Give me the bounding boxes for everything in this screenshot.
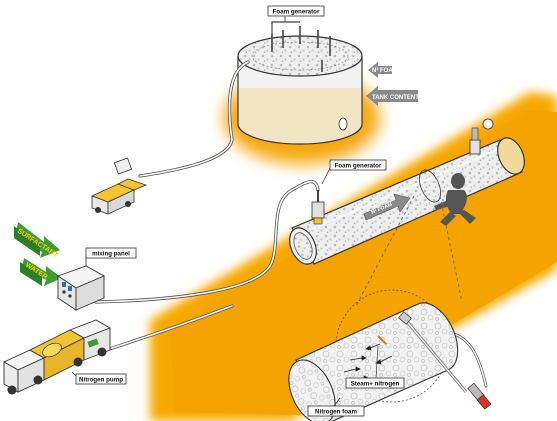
label-nitrogen-pump: Nitrogen pump	[79, 377, 123, 384]
label-nitrogen-foam: Nitrogen foam	[315, 409, 357, 416]
callout-nitrogen-foam: Nitrogen foam	[307, 397, 365, 417]
label-n2-foam: N² FOAM	[372, 67, 398, 74]
small-truck-icon	[90, 157, 148, 215]
arrow-surfactant: SURFACTANT	[14, 222, 60, 260]
callout-tank-foam-generator: Foam generator	[267, 5, 325, 22]
storage-tank	[237, 21, 363, 145]
label-mixing-panel: mixing panel	[92, 251, 130, 258]
callout-pipe-foam-generator: Foam generator	[321, 159, 387, 185]
label-steam-nitrogen: Steam+ nitrogen	[351, 381, 400, 388]
callout-steam-nitrogen: Steam+ nitrogen	[345, 345, 405, 389]
hoses	[94, 60, 488, 388]
label-pipe-foam-generator: Foam generator	[335, 163, 382, 170]
magnifier-guides	[355, 195, 463, 307]
label-tank-foam-generator: Foam generator	[273, 9, 320, 16]
label-tank-content: TANK CONTENT	[372, 95, 419, 101]
worker-icon	[434, 173, 476, 226]
arrow-tank-content: TANK CONTENT	[366, 86, 419, 106]
callout-nitrogen-pump: Nitrogen pump	[71, 371, 127, 385]
lance-icon	[398, 311, 492, 410]
truck-icon	[3, 319, 112, 395]
arrow-water: WATER	[20, 258, 62, 286]
arrow-n2-foam: N² FOAM	[368, 62, 398, 78]
pipe-foam-generator	[311, 118, 494, 225]
control-panel-icon	[57, 265, 106, 311]
pipeline: N² FOAM	[289, 137, 525, 265]
callout-mixing-panel: mixing panel	[85, 247, 137, 266]
